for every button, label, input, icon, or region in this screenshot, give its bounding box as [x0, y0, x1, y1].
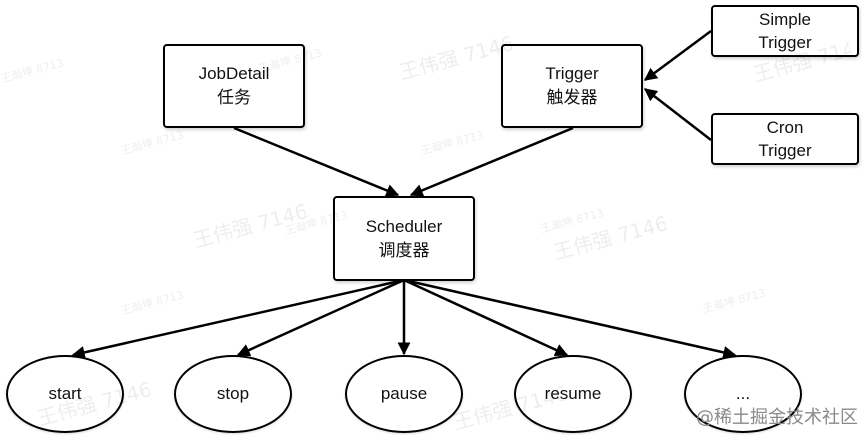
jobdetail-node: JobDetail 任务 — [163, 44, 305, 128]
action-resume-node: resume — [514, 355, 632, 433]
arrow-cron-trigger-to-trigger — [643, 88, 712, 141]
simple-trigger-sublabel: Trigger — [758, 33, 812, 52]
trigger-node: Trigger 触发器 — [501, 44, 643, 128]
action-stop-node: stop — [174, 355, 292, 433]
arrow-scheduler-to-start — [71, 278, 405, 359]
action-start-label: start — [48, 384, 82, 403]
arrow-scheduler-to-more — [403, 278, 737, 359]
jobdetail-label: JobDetail — [198, 64, 270, 83]
scheduler-label: Scheduler — [365, 216, 443, 236]
simple-trigger-node: Simple Trigger — [711, 5, 859, 57]
simple-trigger-label: Simple — [759, 10, 811, 29]
arrow-scheduler-to-resume — [403, 278, 569, 357]
scheduler-node: Scheduler 调度器 — [333, 196, 475, 281]
source-credit: @稀土掘金技术社区 — [696, 407, 858, 428]
trigger-label: Trigger — [545, 64, 599, 83]
arrow-scheduler-to-stop — [236, 278, 405, 357]
trigger-sublabel: 触发器 — [546, 88, 598, 107]
action-pause-node: pause — [345, 355, 463, 433]
action-resume-label: resume — [544, 384, 602, 403]
action-start-node: start — [6, 355, 124, 433]
scheduler-sublabel: 调度器 — [378, 240, 430, 260]
arrow-trigger-to-scheduler — [409, 126, 574, 197]
cron-trigger-label: Cron — [766, 118, 804, 137]
action-pause-label: pause — [380, 384, 428, 403]
cron-trigger-sublabel: Trigger — [758, 141, 812, 160]
action-more-node: ... — [684, 355, 802, 433]
arrow-simple-trigger-to-trigger — [643, 29, 712, 82]
action-stop-label: stop — [216, 384, 250, 403]
jobdetail-sublabel: 任务 — [217, 88, 251, 107]
cron-trigger-node: Cron Trigger — [711, 113, 859, 165]
arrow-jobdetail-to-scheduler — [233, 126, 400, 197]
action-more-label: ... — [735, 384, 751, 403]
